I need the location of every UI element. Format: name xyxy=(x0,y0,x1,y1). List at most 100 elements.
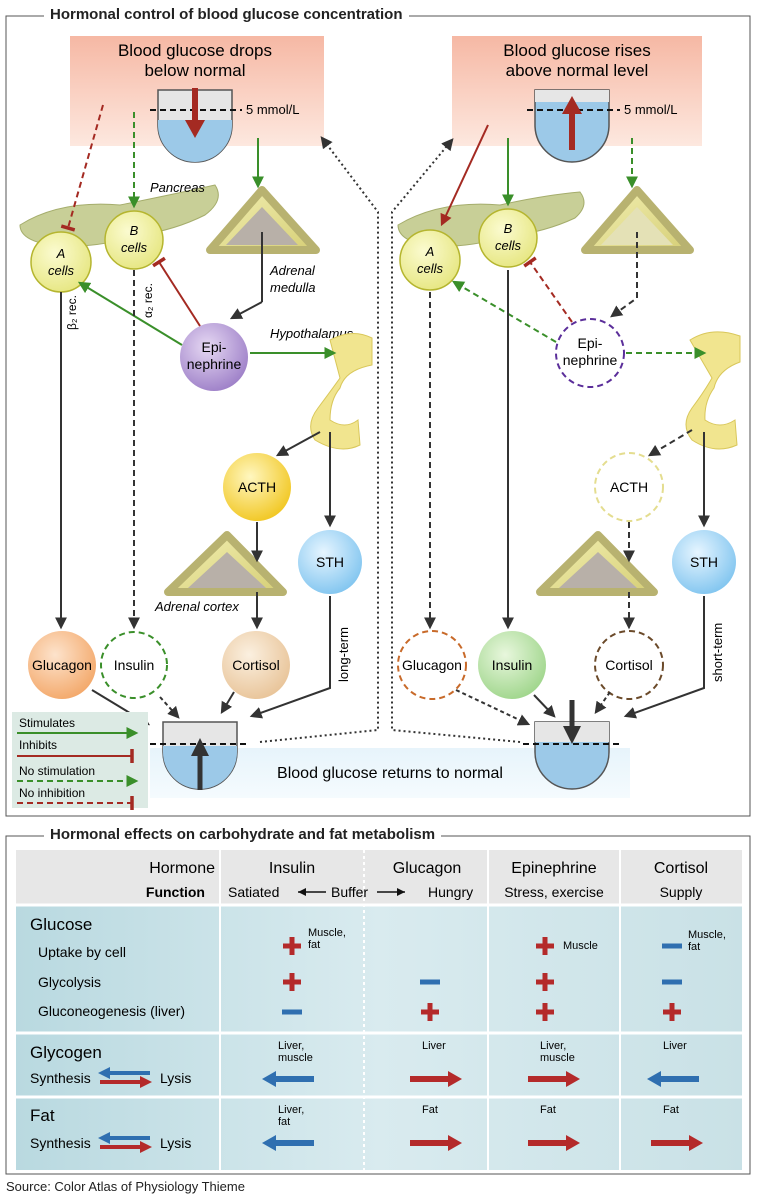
left-adrenal-cortex-label: Adrenal cortex xyxy=(154,599,239,614)
right-acth-label: ACTH xyxy=(610,479,648,495)
left-arrow-epi-a xyxy=(77,281,183,346)
right-sth xyxy=(672,530,736,594)
right-b-cells-line2: cells xyxy=(495,238,522,253)
right-arrow-insulin-beaker xyxy=(533,694,556,718)
left-a-cells-line2: cells xyxy=(48,263,75,278)
epi-uptake-note: Muscle xyxy=(563,940,598,952)
table-vertical-dividers xyxy=(219,850,621,1170)
right-threshold-label: 5 mmol/L xyxy=(624,102,677,117)
synthesis-arrow xyxy=(262,1135,314,1151)
left-arrow-pit-acth xyxy=(275,431,321,457)
left-b-cells xyxy=(104,210,164,270)
left-pituitary-shape xyxy=(310,333,373,450)
right-epinephrine-line2: nephrine xyxy=(563,352,618,368)
glycogen-title: Glycogen xyxy=(30,1043,102,1062)
right-arrow-medulla-epi xyxy=(610,232,638,318)
glucose-effects xyxy=(282,937,682,1021)
minus-mark xyxy=(282,1009,302,1015)
minus-mark xyxy=(662,979,682,985)
left-header-line1: Blood glucose drops xyxy=(118,41,272,60)
arrow-note: fat xyxy=(278,1116,290,1128)
fat-legend-arrows xyxy=(98,1132,152,1153)
right-arrow-glucagon-beaker xyxy=(455,689,531,726)
left-pancreas-label: Pancreas xyxy=(150,180,205,195)
right-arrow-epi-b xyxy=(523,256,573,323)
right-insulin xyxy=(478,631,546,699)
left-cortisol xyxy=(222,631,290,699)
left-header-line2: below normal xyxy=(144,61,245,80)
right-cortisol-label: Cortisol xyxy=(605,657,652,673)
plus-mark xyxy=(536,1003,554,1021)
insulin-uptake-note-2: fat xyxy=(308,939,320,951)
arrow-note: Liver, xyxy=(540,1040,566,1052)
plus-mark xyxy=(283,973,301,991)
returns-label: Blood glucose returns to normal xyxy=(277,765,503,782)
left-epinephrine-line1: Epi- xyxy=(202,339,227,355)
left-sth-label: STH xyxy=(316,554,344,570)
arrow-note: Liver, xyxy=(278,1040,304,1052)
left-a-cells-line1: A xyxy=(56,246,66,261)
right-glucagon xyxy=(397,630,467,700)
th-glucagon: Glucagon xyxy=(393,860,462,877)
insulin-uptake-note-1: Muscle, xyxy=(308,927,346,939)
synthesis-arrow xyxy=(262,1071,314,1087)
right-short-term-label: short-term xyxy=(710,623,725,682)
glucose-title: Glucose xyxy=(30,915,92,934)
source-caption: Source: Color Atlas of Physiology Thieme xyxy=(6,1179,245,1194)
lysis-arrow xyxy=(528,1071,580,1087)
plus-mark xyxy=(536,973,554,991)
minus-mark xyxy=(420,979,440,985)
right-b-cells-line1: B xyxy=(504,221,513,236)
left-alpha2-label: α₂ rec. xyxy=(141,283,155,318)
left-threshold-label: 5 mmol/L xyxy=(246,102,299,117)
left-epinephrine xyxy=(180,323,248,391)
arrow-note: Fat xyxy=(663,1104,679,1116)
left-glucagon xyxy=(28,631,96,699)
right-header-line2: above normal level xyxy=(506,61,649,80)
fat-synthesis-label: Synthesis xyxy=(30,1135,91,1151)
th-hungry: Hungry xyxy=(428,884,473,900)
right-epinephrine-line1: Epi- xyxy=(578,335,603,351)
plus-mark xyxy=(663,1003,681,1021)
legend-no-stimulation: No stimulation xyxy=(19,764,95,778)
left-arrow-cortisol-beaker xyxy=(220,691,235,715)
synthesis-arrow xyxy=(647,1071,699,1087)
th-hormone: Hormone xyxy=(149,860,215,877)
left-arrow-epi-b xyxy=(152,256,201,327)
right-a-cells-line2: cells xyxy=(417,261,444,276)
cortisol-uptake-note-1: Muscle, xyxy=(688,929,726,941)
right-arrow-sth-beaker xyxy=(623,596,705,719)
left-arrow-sth-beaker xyxy=(249,596,331,719)
left-insulin-label: Insulin xyxy=(114,657,154,673)
lysis-arrow xyxy=(410,1135,462,1151)
section1-title: Hormonal control of blood glucose concen… xyxy=(44,6,409,23)
glucose-row-glycolysis: Glycolysis xyxy=(38,974,101,990)
left-arrow-inhibit-a xyxy=(60,104,104,232)
table-header-band xyxy=(16,850,742,905)
right-acth xyxy=(594,452,664,522)
left-adrenal-medulla-line2: medulla xyxy=(270,280,316,295)
left-arrow-medulla-epi-head xyxy=(229,301,263,320)
left-beta2-label: β₂ rec. xyxy=(65,295,79,330)
section2-title: Hormonal effects on carbohydrate and fat… xyxy=(44,826,442,843)
glucose-row-gluconeogenesis: Gluconeogenesis (liver) xyxy=(38,1003,185,1019)
right-epinephrine xyxy=(555,318,625,388)
left-b-cells-line1: B xyxy=(130,223,139,238)
th-insulin: Insulin xyxy=(269,860,315,877)
glycogen-legend-arrows xyxy=(98,1067,152,1088)
left-a-cells xyxy=(30,231,92,293)
th-function: Function xyxy=(146,884,205,900)
right-pituitary-shape xyxy=(685,331,741,450)
arrow-note: Fat xyxy=(422,1104,438,1116)
th-satiated: Satiated xyxy=(228,884,279,900)
lysis-arrow xyxy=(528,1135,580,1151)
right-a-cells xyxy=(399,229,461,291)
lysis-arrow xyxy=(651,1135,703,1151)
th-supply: Supply xyxy=(660,884,703,900)
arrow-note: Liver xyxy=(422,1040,446,1052)
right-arrow-cortisol-beaker xyxy=(594,691,611,714)
cortisol-uptake-note-2: fat xyxy=(688,941,700,953)
arrow-note: Fat xyxy=(540,1104,556,1116)
